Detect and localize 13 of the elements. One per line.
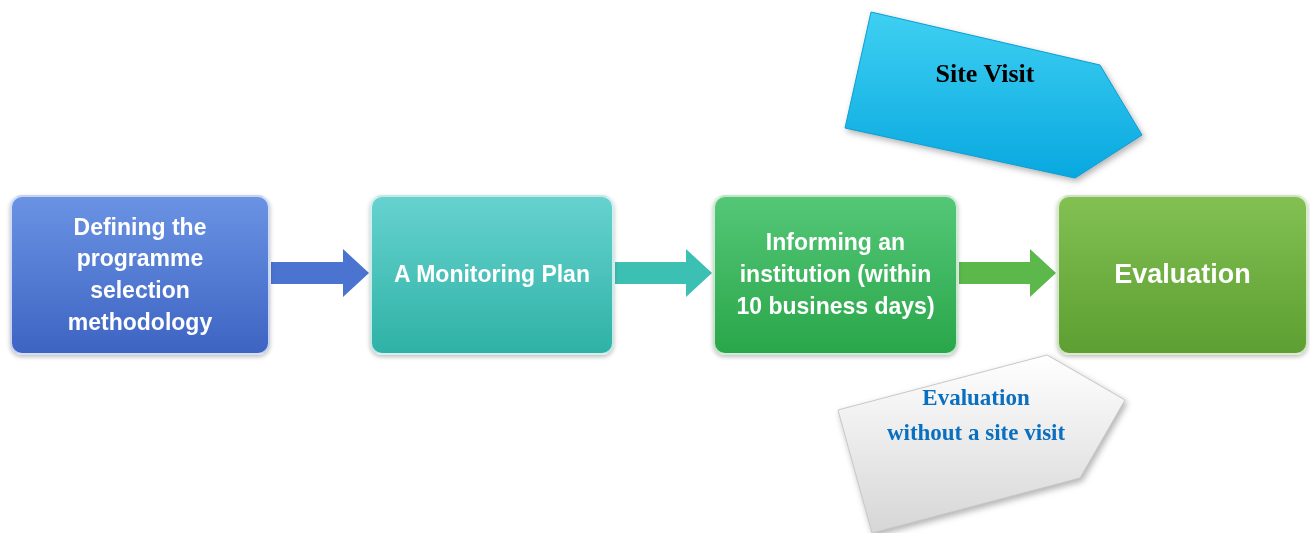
block-arrow bbox=[615, 249, 712, 297]
shape-label: Evaluation without a site visit bbox=[885, 384, 1067, 447]
box-label: Defining the programme selection methodology bbox=[66, 212, 214, 337]
process-box bbox=[713, 195, 958, 355]
box-label: Informing an institution (within 10 business days) bbox=[735, 228, 936, 321]
block-arrow bbox=[959, 249, 1056, 297]
box-label: Evaluation bbox=[1113, 258, 1252, 292]
shape-label: Site Visit bbox=[934, 58, 1036, 90]
process-box bbox=[10, 195, 270, 355]
box-label: A Monitoring Plan bbox=[393, 260, 591, 290]
block-arrow bbox=[271, 249, 369, 297]
process-box bbox=[370, 195, 614, 355]
process-box bbox=[1057, 195, 1308, 355]
